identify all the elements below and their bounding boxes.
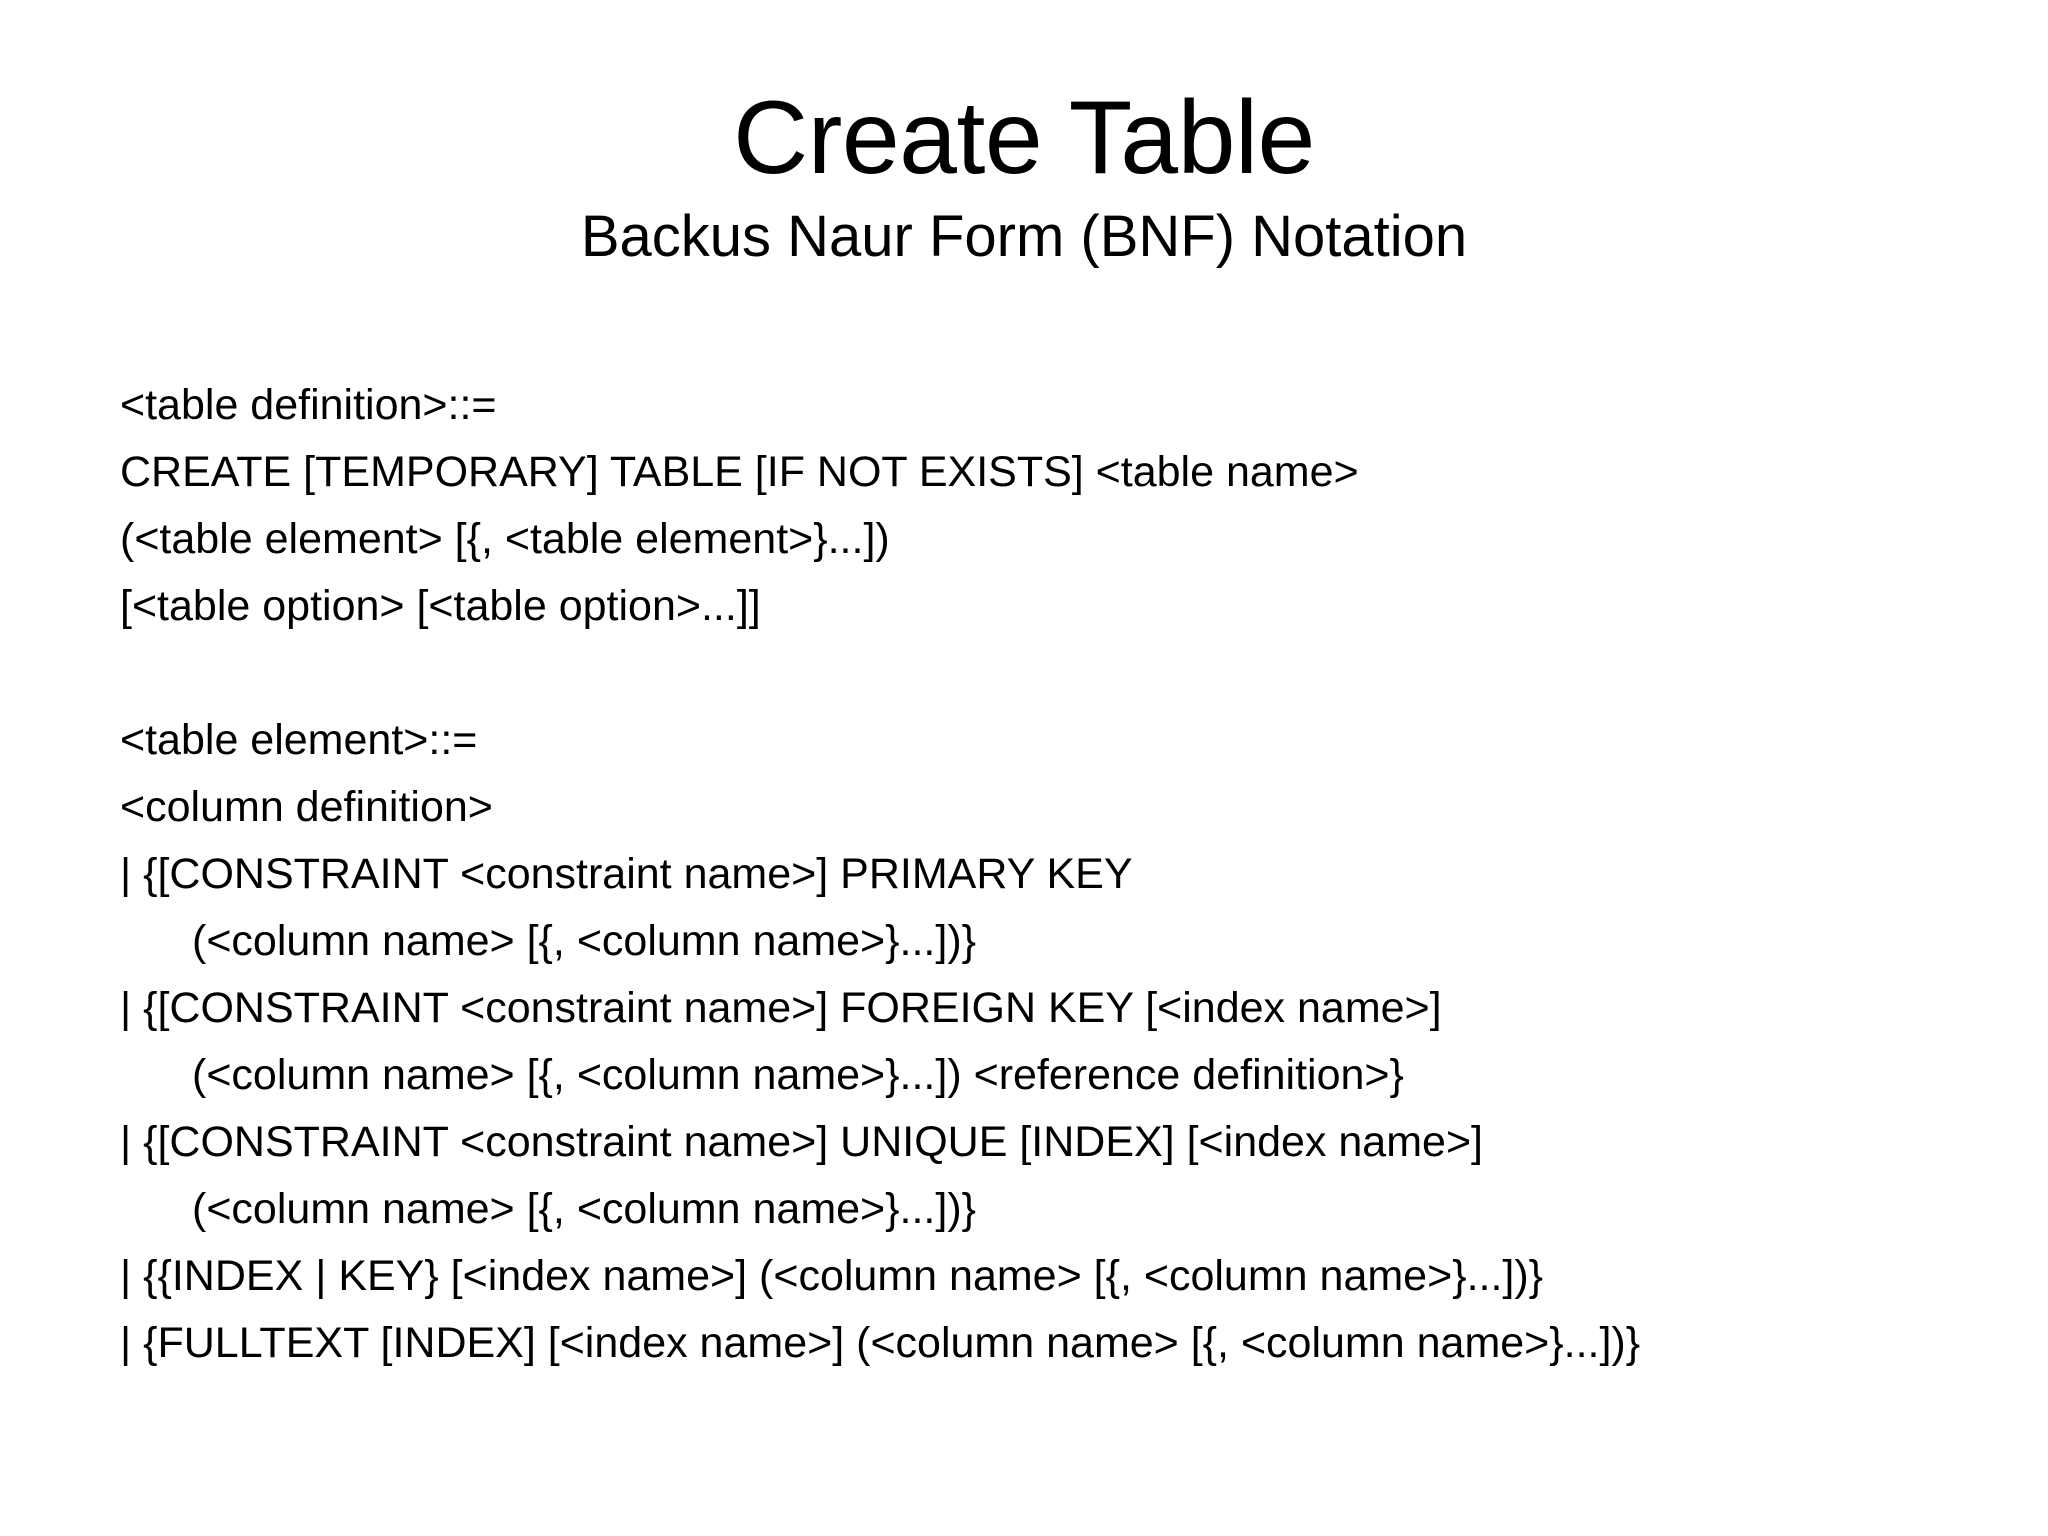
bnf-line: | {[CONSTRAINT <constraint name>] PRIMAR…: [120, 850, 1133, 898]
title-block: Create Table Backus Naur Form (BNF) Nota…: [0, 82, 2048, 271]
bnf-blank-line: [120, 640, 1980, 707]
bnf-line: (<column name> [{, <column name>}...]) <…: [192, 1051, 1404, 1099]
bnf-line: | {[CONSTRAINT <constraint name>] FOREIG…: [120, 984, 1442, 1032]
bnf-line: (<table element> [{, <table element>}...…: [120, 515, 890, 563]
bnf-line: | {{INDEX | KEY} [<index name>] (<column…: [120, 1252, 1544, 1300]
bnf-line: (<column name> [{, <column name>}...])}: [192, 1185, 976, 1233]
page-subtitle: Backus Naur Form (BNF) Notation: [580, 204, 1468, 270]
bnf-line: [<table option> [<table option>...]]: [120, 582, 761, 630]
bnf-line: CREATE [TEMPORARY] TABLE [IF NOT EXISTS]…: [120, 448, 1359, 496]
bnf-line: | {[CONSTRAINT <constraint name>] UNIQUE…: [120, 1118, 1484, 1166]
bnf-line: <table element>::=: [120, 716, 478, 764]
bnf-line: (<column name> [{, <column name>}...])}: [192, 917, 976, 965]
bnf-line: | {FULLTEXT [INDEX] [<index name>] (<col…: [120, 1319, 1641, 1367]
bnf-line: <column definition>: [120, 783, 493, 831]
bnf-grammar-block: <table definition>::=CREATE [TEMPORARY] …: [120, 372, 1980, 1377]
bnf-line: <table definition>::=: [120, 381, 497, 429]
page-title: Create Table: [733, 80, 1315, 196]
